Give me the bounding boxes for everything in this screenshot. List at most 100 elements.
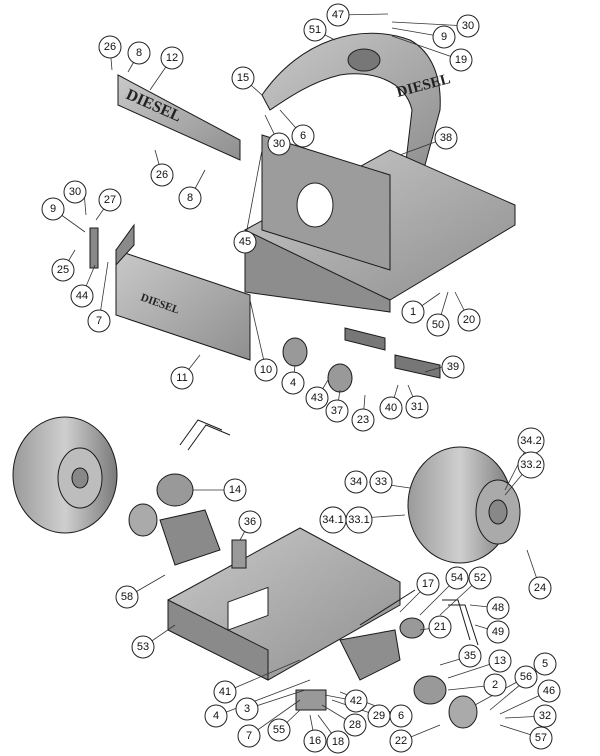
callout: 24 [528, 576, 552, 600]
svg-text:34: 34 [350, 476, 362, 488]
svg-text:46: 46 [543, 685, 555, 697]
callout: 4 [281, 371, 305, 395]
callout: 12 [160, 46, 184, 70]
svg-text:43: 43 [311, 392, 323, 404]
callout: 6 [291, 124, 315, 148]
svg-text:11: 11 [176, 372, 187, 384]
svg-text:9: 9 [441, 31, 447, 43]
callout-labels: 26 8 12 15 47 51 30 9 19 6 38 30 26 8 30… [41, 3, 561, 754]
svg-text:32: 32 [539, 710, 551, 722]
svg-text:53: 53 [137, 641, 149, 653]
callout: 7 [237, 724, 261, 748]
callout: 58 [115, 585, 139, 609]
callout: 57 [529, 726, 553, 750]
callout: 28 [343, 713, 367, 737]
svg-text:18: 18 [332, 736, 344, 748]
svg-text:25: 25 [57, 264, 69, 276]
hood-emblem [347, 48, 381, 72]
svg-text:37: 37 [331, 405, 343, 417]
callout: 19 [449, 48, 473, 72]
svg-text:13: 13 [494, 655, 506, 667]
svg-text:27: 27 [104, 194, 116, 206]
svg-text:34.1: 34.1 [322, 514, 343, 526]
right-hub [488, 499, 508, 525]
callout: 30 [456, 14, 480, 38]
svg-text:55: 55 [273, 724, 285, 736]
svg-text:6: 6 [398, 710, 404, 722]
grille-side [115, 223, 135, 267]
svg-text:36: 36 [244, 516, 256, 528]
pulley-left [128, 503, 158, 537]
callout: 55 [267, 718, 291, 742]
top-chassis-front [244, 229, 391, 313]
callout: 56 [514, 665, 538, 689]
callout: 26 [150, 163, 174, 187]
callout: 35 [458, 644, 482, 668]
callout: 29 [367, 704, 391, 728]
svg-text:50: 50 [432, 319, 444, 331]
callout: 15 [231, 66, 255, 90]
svg-text:56: 56 [520, 671, 532, 683]
callout: 21 [428, 615, 452, 639]
callout: 20 [457, 308, 481, 332]
callout: 37 [325, 399, 349, 423]
callout: 40 [379, 396, 403, 420]
callout: 39 [441, 355, 465, 379]
callout: 14 [223, 478, 247, 502]
callout: 11 [170, 366, 194, 390]
svg-text:19: 19 [455, 54, 467, 66]
svg-text:42: 42 [350, 695, 362, 707]
hose-48 [442, 599, 479, 646]
svg-text:8: 8 [136, 47, 142, 59]
top-diesel-panel [117, 74, 241, 161]
callout: 33 [369, 470, 393, 494]
callout: 9 [432, 25, 456, 49]
svg-text:20: 20 [463, 314, 475, 326]
pulley-43 [327, 363, 353, 393]
callout: 22 [389, 729, 413, 753]
svg-text:23: 23 [357, 414, 369, 426]
svg-text:47: 47 [332, 9, 344, 21]
chassis-cutout-1 [227, 586, 269, 631]
callout: 8 [127, 41, 151, 65]
svg-text:8: 8 [187, 192, 193, 204]
callout: 34.1 [319, 506, 347, 534]
svg-text:30: 30 [462, 20, 474, 32]
callout: 41 [213, 680, 237, 704]
svg-text:35: 35 [464, 650, 476, 662]
svg-text:28: 28 [349, 719, 361, 731]
bar-39 [394, 354, 441, 379]
callout: 27 [98, 188, 122, 212]
svg-text:33.2: 33.2 [520, 459, 541, 471]
callout: 17 [416, 572, 440, 596]
bracket-35 [339, 629, 401, 681]
callout: 30 [267, 132, 291, 156]
hub-2 [413, 675, 447, 705]
callout: 34 [344, 470, 368, 494]
svg-text:2: 2 [492, 679, 498, 691]
side-bracket [89, 227, 99, 269]
svg-text:26: 26 [104, 41, 116, 53]
hood-canopy [261, 32, 441, 171]
svg-text:16: 16 [309, 735, 321, 747]
callout: 46 [537, 679, 561, 703]
callout: 26 [98, 35, 122, 59]
callout: 50 [426, 313, 450, 337]
clamp-55 [295, 689, 327, 711]
callout: 43 [305, 386, 329, 410]
callout: 4 [204, 704, 228, 728]
svg-text:34.2: 34.2 [520, 435, 541, 447]
svg-text:54: 54 [451, 572, 463, 584]
callout: 48 [486, 596, 510, 620]
pulley-4 [282, 337, 308, 367]
callout: 45 [233, 230, 257, 254]
svg-text:26: 26 [156, 169, 168, 181]
svg-text:44: 44 [76, 290, 88, 302]
callout: 49 [486, 620, 510, 644]
callout: 38 [434, 126, 458, 150]
svg-text:4: 4 [213, 710, 219, 722]
svg-text:49: 49 [492, 626, 504, 638]
callout: 8 [178, 186, 202, 210]
bottom-chassis-front [167, 599, 269, 681]
